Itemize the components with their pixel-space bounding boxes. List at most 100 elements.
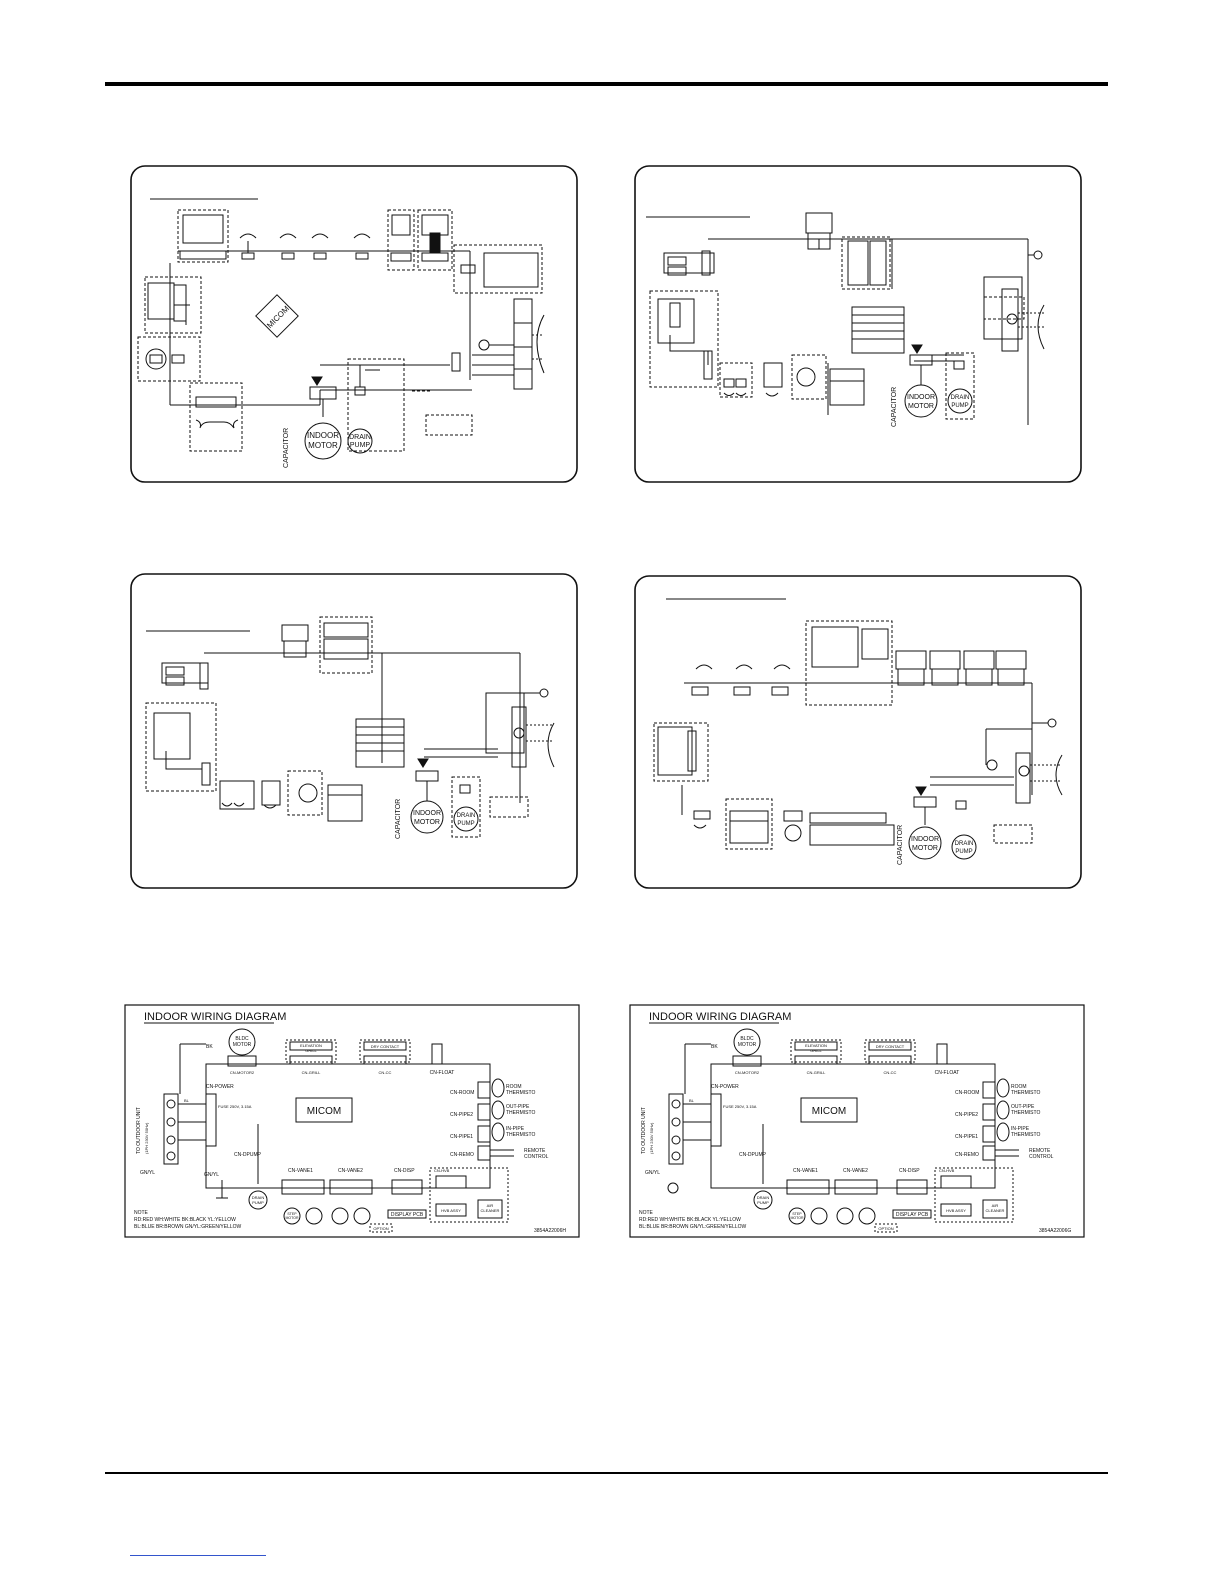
fuse-label: FUSE 250V, 3.15A — [723, 1104, 757, 1109]
indoor-diagram-svg-2: INDOOR WIRING DIAGRAM MICOM BLDC MOTOR C… — [629, 1004, 1085, 1238]
outpipe-thermisto-label-1: OUT-PIPE — [1011, 1104, 1035, 1110]
wiring-panel-3: INDOOR MOTOR CAPACITOR DRAIN PUMP — [130, 573, 578, 889]
note-title: NOTE — [134, 1210, 149, 1216]
sensor-row — [719, 362, 783, 398]
outpipe-thermisto-label-2: THERMISTO — [1011, 1110, 1040, 1116]
indoor-motor: INDOOR MOTOR — [908, 796, 942, 860]
cn-dpump-label: CN-DPUMP — [739, 1152, 767, 1158]
footer-link-underline[interactable] — [130, 1555, 266, 1556]
remote-control-label-1: REMOTE — [524, 1148, 546, 1154]
indoor-diagram-svg-1: INDOOR WIRING DIAGRAM MICOM BLDC MOTOR C… — [124, 1004, 580, 1238]
note-line-1: RD:RED WH:WHITE BK:BLACK YL:YELLOW — [639, 1217, 741, 1223]
drain-pump-label-2: PUMP — [350, 442, 371, 449]
cn-grill-label: CN-GRILL — [302, 1070, 321, 1075]
cn-power-label: CN-POWER — [206, 1084, 234, 1090]
cn-pipe2-label: CN-PIPE2 — [450, 1112, 473, 1118]
remote-control-label-1: REMOTE — [1029, 1148, 1051, 1154]
wire-bk-label: BK — [206, 1044, 213, 1050]
wiring-diagram-2: INDOOR MOTOR CAPACITOR DRAIN PUMP — [634, 165, 1082, 483]
to-outdoor-label-1: TO OUTDOOR UNIT — [641, 1107, 647, 1154]
indoor-motor-label-2: MOTOR — [908, 403, 934, 410]
drain-pump-label-2: PUMP — [951, 403, 968, 409]
drain-pump-label-1: DRAIN — [757, 1195, 770, 1200]
cn-motor-label: CN-MOTOR2 — [735, 1070, 760, 1075]
room-thermisto-label-1: ROOM — [1011, 1084, 1027, 1090]
air-cleaner-label-2: CLEANER — [986, 1208, 1005, 1213]
cn-cc-label: CN-CC — [379, 1070, 392, 1075]
room-thermisto-label-2: THERMISTO — [1011, 1090, 1040, 1096]
indoor-motor: INDOOR MOTOR — [904, 354, 938, 418]
note-line-2: BL:BLUE BR:BROWN GN/YL:GREEN/YELLOW — [134, 1224, 242, 1230]
cn-vane2-label: CN-VANE2 — [843, 1168, 868, 1174]
drain-pump-label-2: PUMP — [457, 821, 474, 827]
drain-pump: DRAIN PUMP — [347, 358, 405, 454]
capacitor-label: CAPACITOR — [897, 825, 904, 865]
bldc-motor-label-1: BLDC — [235, 1036, 249, 1042]
gnyl-label-board: GN/YL — [204, 1172, 219, 1178]
indoor-motor-label-2: MOTOR — [308, 441, 338, 450]
step-motor-label-1: STEP — [287, 1212, 297, 1216]
step-motor-label-2: MOTOR — [286, 1216, 299, 1220]
wiring-diagram-1: MICOM INDOOR MOTOR CAPACITOR DRAIN PUMP — [130, 165, 578, 483]
note-title: NOTE — [639, 1210, 654, 1216]
indoor-motor-label-1: INDOOR — [413, 810, 441, 817]
elevation-grill-label-2: GRILL — [810, 1048, 822, 1053]
inpipe-thermisto-label-1: IN-PIPE — [1011, 1126, 1030, 1132]
air-cleaner-label-1: AIR — [487, 1203, 494, 1208]
fuse-label: FUSE 250V, 3.15A — [218, 1104, 252, 1109]
wire-bk-label: BK — [711, 1044, 718, 1050]
micom-label: MICOM — [265, 304, 291, 330]
wiring-panel-2: INDOOR MOTOR CAPACITOR DRAIN PUMP — [634, 165, 1082, 483]
note-line-1: RD:RED WH:WHITE BK:BLACK YL:YELLOW — [134, 1217, 236, 1223]
cn-vane1-label: CN-VANE1 — [288, 1168, 313, 1174]
display-pcb-label: DISPLAY PCB — [391, 1212, 424, 1218]
capacitor-label: CAPACITOR — [891, 387, 898, 427]
remote-control-label-2: CONTROL — [1029, 1154, 1054, 1160]
display-pcb-label: DISPLAY PCB — [896, 1212, 929, 1218]
drain-pump-label-2: PUMP — [955, 849, 972, 855]
air-cleaner-label-2: CLEANER — [481, 1208, 500, 1213]
inpipe-thermisto-label-2: THERMISTO — [1011, 1132, 1040, 1138]
cn-vane1-label: CN-VANE1 — [793, 1168, 818, 1174]
drain-pump-label-2: PUMP — [252, 1200, 264, 1205]
drain-pump-label-2: PUMP — [757, 1200, 769, 1205]
indoor-motor-label-2: MOTOR — [414, 819, 440, 826]
model-code: 3854A22006G — [1039, 1228, 1071, 1234]
sensor-2-icon — [279, 233, 297, 260]
cn-pipe2-label: CN-PIPE2 — [955, 1112, 978, 1118]
cn-float-label: CN-FLOAT — [935, 1070, 960, 1076]
option-label: OPTION — [878, 1226, 893, 1231]
diagram-title: INDOOR WIRING DIAGRAM — [144, 1011, 286, 1023]
bldc-motor-label-2: MOTOR — [738, 1042, 757, 1048]
capacitor-label: CAPACITOR — [395, 799, 402, 839]
drain-pump-label-1: DRAIN — [457, 813, 476, 819]
indoor-wiring-diagram-2: INDOOR WIRING DIAGRAM MICOM BLDC MOTOR C… — [629, 1004, 1085, 1238]
wiring-diagram-3: INDOOR MOTOR CAPACITOR DRAIN PUMP — [130, 573, 578, 889]
room-thermisto-label-1: ROOM — [506, 1084, 522, 1090]
cn-room-label: CN-ROOM — [955, 1090, 979, 1096]
cn-dpump-label: CN-DPUMP — [234, 1152, 262, 1158]
wiring-panel-1: MICOM INDOOR MOTOR CAPACITOR DRAIN PUMP — [130, 165, 578, 483]
indoor-motor-label-1: INDOOR — [911, 836, 939, 843]
wiring-diagram-4: INDOOR MOTOR CAPACITOR DRAIN PUMP — [634, 575, 1082, 889]
indoor-motor: INDOOR MOTOR — [304, 386, 342, 460]
indoor-motor: INDOOR MOTOR — [410, 770, 444, 834]
micom-chip: MICOM — [255, 294, 299, 338]
inpipe-thermisto-label-2: THERMISTO — [506, 1132, 535, 1138]
cn-float-label: CN-FLOAT — [430, 1070, 455, 1076]
cn-motor-label: CN-MOTOR2 — [230, 1070, 255, 1075]
to-outdoor-label-2: (1PH 230V 50Hz) — [144, 1122, 149, 1154]
cn-remo-label: CN-REMO — [450, 1152, 474, 1158]
elevation-grill-label-1: ELEVATION — [300, 1043, 322, 1048]
terminal-block — [513, 298, 533, 390]
capacitor-label: CAPACITOR — [283, 428, 290, 468]
air-cleaner-label-1: AIR — [992, 1203, 999, 1208]
remote-control-label-2: CONTROL — [524, 1154, 549, 1160]
connector-cn-top — [179, 250, 227, 260]
drain-pump-label-1: DRAIN — [951, 395, 970, 401]
cn-disp-label: CN-DISP — [899, 1168, 920, 1174]
cn-grill-label: CN-GRILL — [807, 1070, 826, 1075]
wire-bl-label: BL — [689, 1098, 695, 1103]
outpipe-thermisto-label-2: THERMISTO — [506, 1110, 535, 1116]
cn-hvb-label: CN-HVB — [434, 1168, 450, 1173]
